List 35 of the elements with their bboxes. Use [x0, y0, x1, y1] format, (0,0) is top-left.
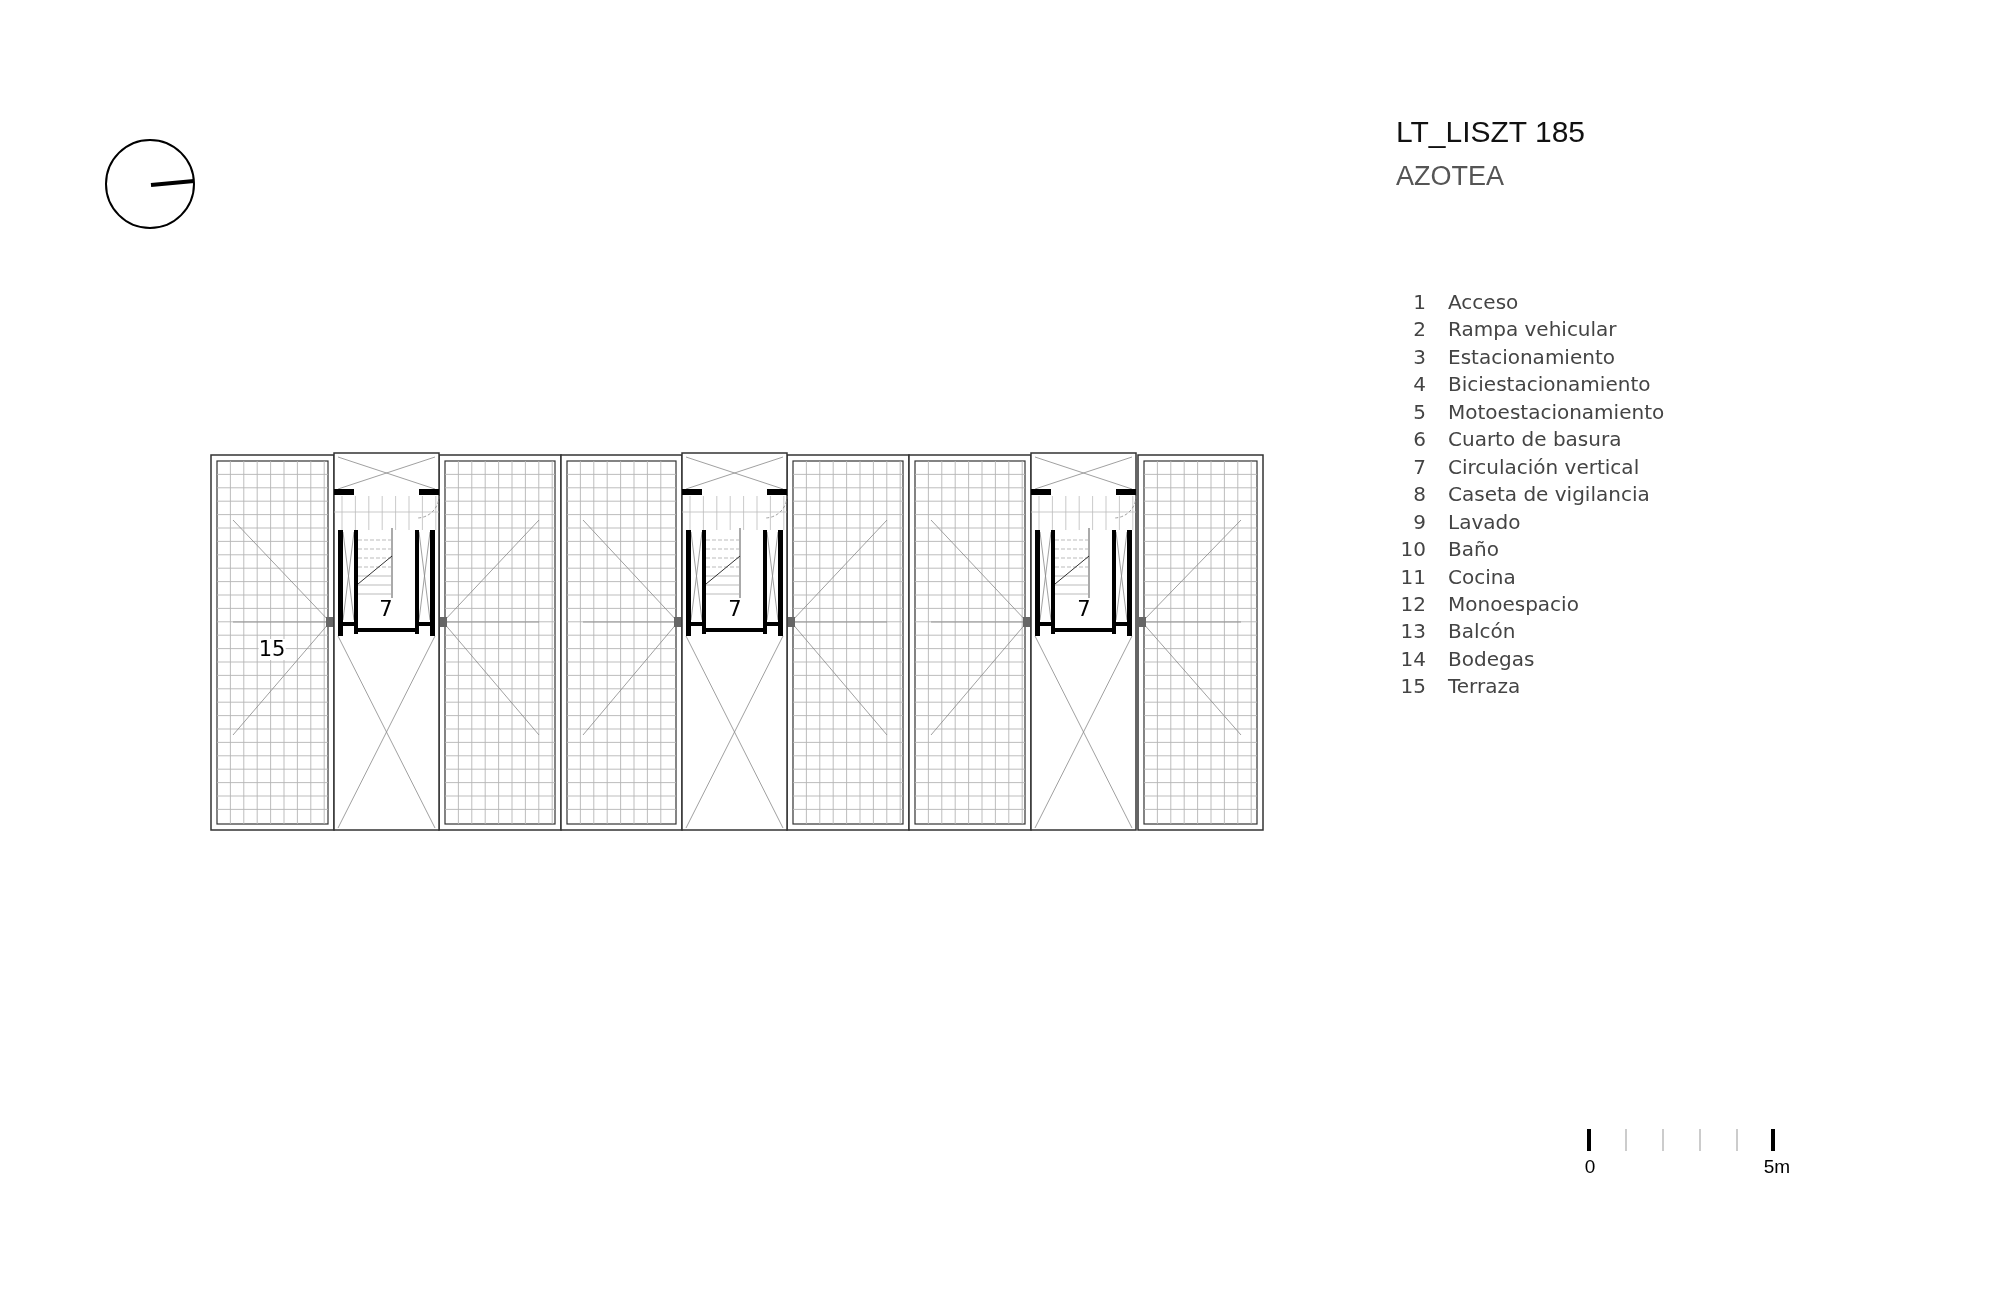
key-number: 7: [1413, 456, 1426, 477]
plan-subtitle: AZOTEA: [1396, 162, 1504, 190]
key-number: 12: [1400, 593, 1426, 614]
key-number: 10: [1400, 539, 1426, 560]
key-label: Rampa vehicular: [1448, 319, 1617, 340]
key-label: Bodegas: [1448, 648, 1535, 669]
plan-title: LT_LISZT 185: [1396, 117, 1585, 147]
key-number: 11: [1400, 566, 1426, 587]
key-number: 9: [1413, 511, 1426, 532]
key-label: Circulación vertical: [1448, 456, 1640, 477]
key-number: 14: [1400, 648, 1426, 669]
key-label: Acceso: [1448, 292, 1519, 312]
key-number: 5: [1413, 401, 1426, 422]
key-label: Lavado: [1448, 511, 1521, 532]
key-number: 15: [1400, 676, 1426, 697]
key-number: 3: [1413, 346, 1426, 367]
key-label: Terraza: [1448, 676, 1521, 697]
key-label: Caseta de vigilancia: [1448, 484, 1650, 505]
scale-label: 5m: [1763, 1156, 1791, 1176]
scale-label: 0: [1584, 1156, 1596, 1176]
key-number: 13: [1400, 621, 1426, 642]
key-label: Motoestacionamiento: [1448, 401, 1665, 422]
key-number: 1: [1413, 292, 1426, 312]
key-number: 8: [1413, 484, 1426, 505]
room-number: 15: [258, 638, 286, 660]
key-number: 2: [1413, 319, 1426, 340]
key-label: Monoespacio: [1448, 593, 1579, 614]
key-number: 4: [1413, 374, 1426, 395]
key-label: Cuarto de basura: [1448, 429, 1622, 450]
key-label: Balcón: [1448, 621, 1516, 642]
key-number: 6: [1413, 429, 1426, 450]
key-label: Estacionamiento: [1448, 346, 1615, 367]
key-label: Biciestacionamiento: [1448, 374, 1651, 395]
key-label: Cocina: [1448, 566, 1516, 587]
key-label: Baño: [1448, 539, 1499, 560]
